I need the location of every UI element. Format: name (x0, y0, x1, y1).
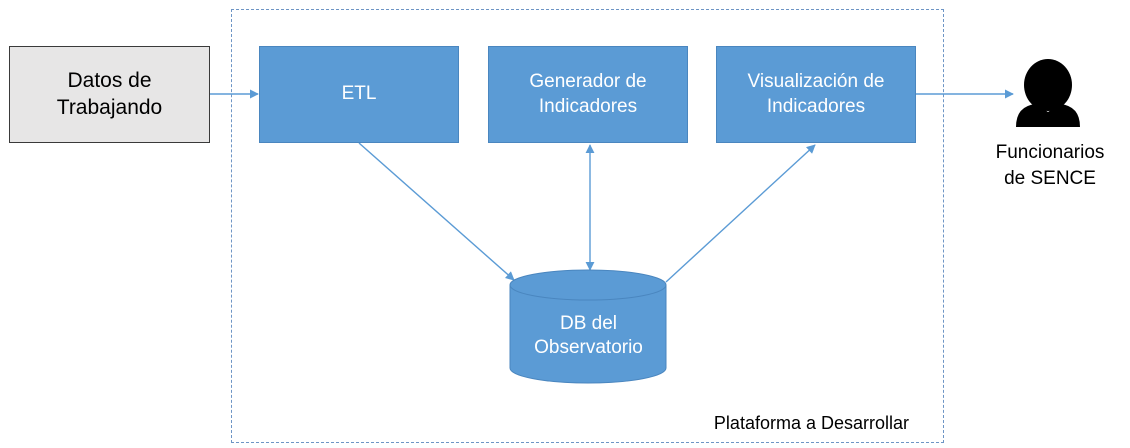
indicator-generator-box: Generador de Indicadores (488, 46, 688, 143)
person-icon (1016, 59, 1080, 127)
database-cylinder (509, 269, 667, 384)
database-label: DB del Observatorio (534, 313, 643, 359)
input-data-box: Datos de Trabajando (9, 46, 210, 143)
platform-label: Plataforma a Desarrollar (713, 413, 909, 433)
platform-boundary: Plataforma a Desarrollar (231, 9, 944, 443)
user-label: Funcionarios de SENCE (995, 142, 1105, 189)
arrow-db-to-visualization (665, 144, 816, 283)
indicator-visualization-box: Visualización de Indicadores (716, 46, 916, 143)
etl-box: ETL (259, 46, 459, 143)
arrow-etl-to-db (358, 142, 515, 281)
